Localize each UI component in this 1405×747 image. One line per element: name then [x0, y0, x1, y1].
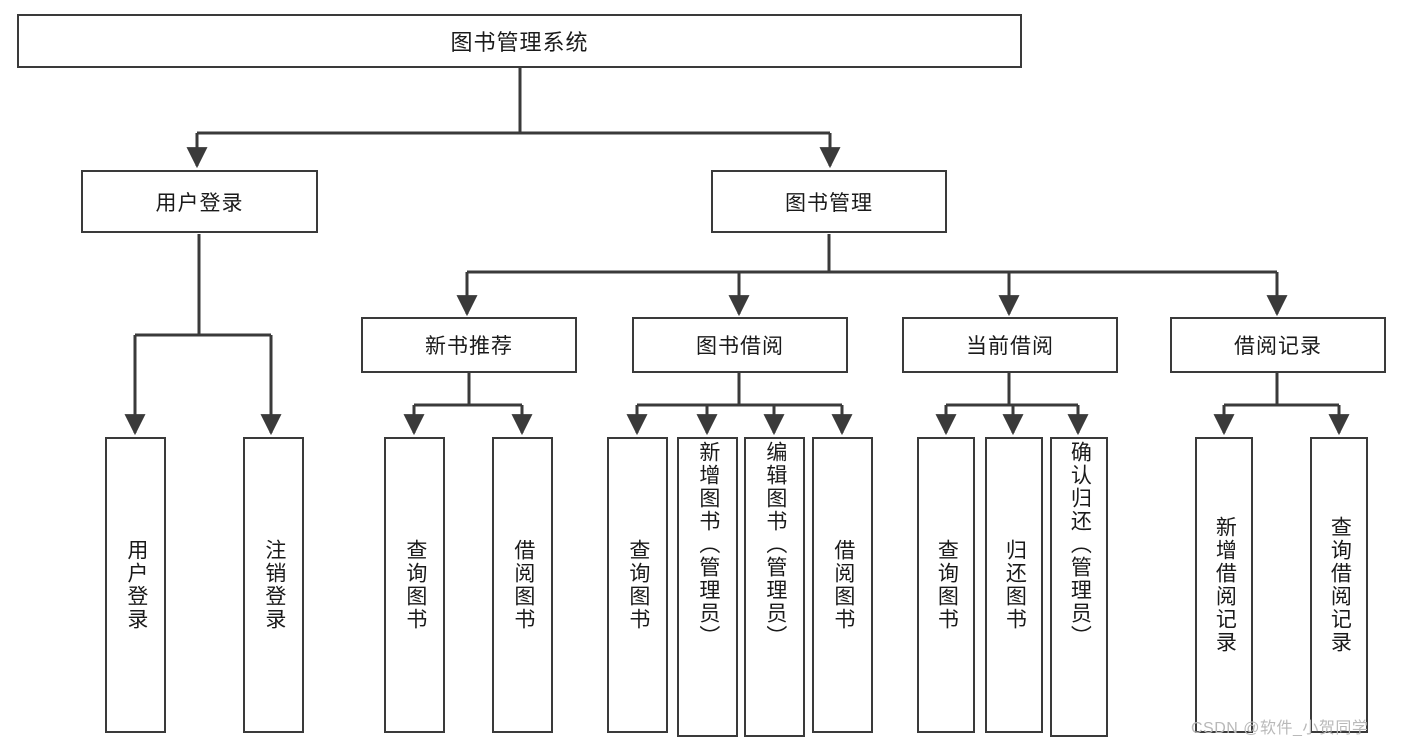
leaf-new-book-query[interactable]: 查询图书: [384, 437, 445, 733]
leaf-user-login-signin[interactable]: 用户登录: [105, 437, 166, 733]
node-label: 查询借阅记录: [1328, 516, 1352, 654]
node-label: 查询图书: [626, 539, 650, 631]
leaf-current-borrow-query[interactable]: 查询图书: [917, 437, 975, 733]
node-label: 编辑图书（管理员）: [763, 441, 787, 648]
node-label: 图书借阅: [696, 335, 784, 358]
node-label: 借阅记录: [1234, 335, 1322, 358]
node-label: 注销登录: [262, 539, 286, 631]
leaf-book-borrow-add-admin[interactable]: 新增图书（管理员）: [677, 437, 738, 737]
leaf-new-book-borrow[interactable]: 借阅图书: [492, 437, 553, 733]
node-root-system[interactable]: 图书管理系统: [17, 14, 1022, 68]
node-current-borrow[interactable]: 当前借阅: [902, 317, 1118, 373]
node-label: 当前借阅: [966, 335, 1054, 358]
node-label: 查询图书: [403, 539, 427, 631]
node-label: 确认归还（管理员）: [1068, 441, 1092, 648]
leaf-book-borrow-query[interactable]: 查询图书: [607, 437, 668, 733]
node-label: 查询图书: [935, 539, 959, 631]
leaf-book-borrow-edit-admin[interactable]: 编辑图书（管理员）: [744, 437, 805, 737]
leaf-book-borrow-lend[interactable]: 借阅图书: [812, 437, 873, 733]
leaf-borrow-record-query[interactable]: 查询借阅记录: [1310, 437, 1368, 733]
leaf-borrow-record-add[interactable]: 新增借阅记录: [1195, 437, 1253, 733]
node-borrow-record[interactable]: 借阅记录: [1170, 317, 1386, 373]
node-label: 归还图书: [1003, 539, 1027, 631]
node-label: 用户登录: [155, 191, 244, 215]
node-book-borrow[interactable]: 图书借阅: [632, 317, 848, 373]
node-book-management[interactable]: 图书管理: [711, 170, 947, 233]
node-new-book-recommend[interactable]: 新书推荐: [361, 317, 577, 373]
node-label: 图书管理: [785, 191, 873, 215]
node-label: 用户登录: [124, 539, 148, 631]
node-label: 新增图书（管理员）: [696, 441, 720, 648]
node-label: 图书管理系统: [450, 30, 589, 55]
node-user-login[interactable]: 用户登录: [81, 170, 318, 233]
leaf-current-borrow-confirm-admin[interactable]: 确认归还（管理员）: [1050, 437, 1108, 737]
csdn-watermark: CSDN @软件_小贺同学: [1191, 720, 1369, 737]
node-label: 新书推荐: [425, 335, 513, 358]
leaf-user-login-signout[interactable]: 注销登录: [243, 437, 304, 733]
leaf-current-borrow-return[interactable]: 归还图书: [985, 437, 1043, 733]
node-label: 借阅图书: [511, 539, 535, 631]
node-label: 新增借阅记录: [1213, 516, 1237, 654]
node-label: 借阅图书: [831, 539, 855, 631]
